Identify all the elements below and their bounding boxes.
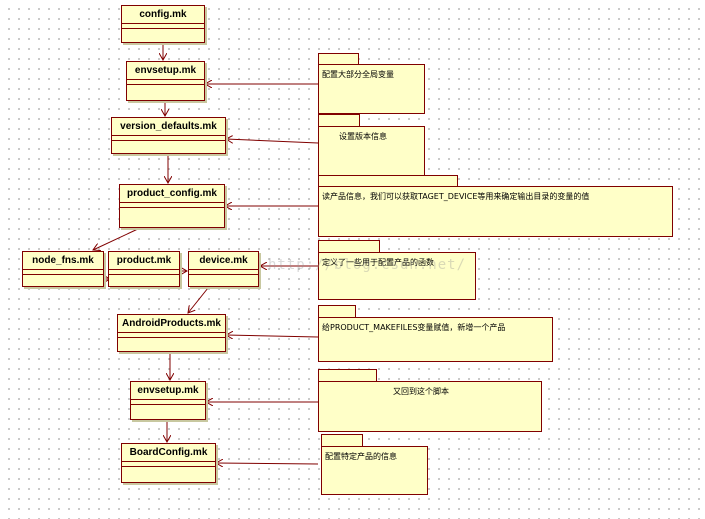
version-defaults-mk-label: version_defaults.mk [112,118,225,136]
note-version-info[interactable]: 设置版本信息 [318,126,425,176]
envsetup-mk-box[interactable]: envsetup.mk [126,61,205,101]
note-tab-product-info [318,175,458,187]
note-link-version-info [226,139,319,144]
android-products-mk-label: AndroidProducts.mk [118,315,225,333]
device-mk-label: device.mk [189,252,258,270]
node-fns-mk-box[interactable]: node_fns.mk [22,251,104,287]
note-tab-config-functions [318,240,380,253]
product-config-mk-label: product_config.mk [120,185,224,203]
note-config-functions-text: 定义了一些用于配置产品的函数 [322,258,434,267]
note-product-info[interactable]: 读产品信息，我们可以获取TAGET_DEVICE等用来确定输出目录的变量的值 [318,186,673,237]
envsetup-mk-second-label: envsetup.mk [131,382,205,400]
note-tab-global-vars [318,53,359,65]
edge-product-config-node-fns [93,227,141,250]
envsetup-mk-label: envsetup.mk [127,62,204,80]
config-mk-label: config.mk [122,6,204,24]
note-product-makefiles[interactable]: 给PRODUCT_MAKEFILES变量赋值，新增一个产品 [318,317,553,362]
envsetup-mk-compartment [127,80,204,85]
note-back-to-script-text: 又回到这个脚本 [393,387,449,396]
device-mk-box[interactable]: device.mk [188,251,259,287]
note-tab-board-info [321,434,363,447]
note-board-info-text: 配置特定产品的信息 [325,452,397,461]
product-mk-compartment [109,270,179,275]
board-config-mk-compartment [122,462,215,467]
note-board-info[interactable]: 配置特定产品的信息 [321,446,428,495]
note-link-board-info [216,463,319,464]
board-config-mk-label: BoardConfig.mk [122,444,215,462]
note-global-vars[interactable]: 配置大部分全局变量 [318,64,425,114]
product-config-mk-box[interactable]: product_config.mk [119,184,225,228]
note-config-functions[interactable]: 定义了一些用于配置产品的函数 [318,252,476,300]
product-mk-label: product.mk [109,252,179,270]
product-config-mk-compartment [120,203,224,208]
node-fns-mk-label: node_fns.mk [23,252,103,270]
note-version-info-text: 设置版本信息 [339,132,387,141]
note-product-makefiles-text: 给PRODUCT_MAKEFILES变量赋值，新增一个产品 [322,323,506,332]
note-product-info-text: 读产品信息，我们可以获取TAGET_DEVICE等用来确定输出目录的变量的值 [322,192,590,201]
edge-device-android-products [188,287,209,313]
node-fns-mk-compartment [23,270,103,275]
android-products-mk-box[interactable]: AndroidProducts.mk [117,314,226,352]
android-products-mk-compartment [118,333,225,338]
device-mk-compartment [189,270,258,275]
watermark: http://blog.csdn.net/ [268,257,467,273]
note-link-product-makefiles [226,335,319,337]
note-global-vars-text: 配置大部分全局变量 [322,70,394,79]
note-tab-version-info [318,114,360,127]
envsetup-mk-second-compartment [131,400,205,405]
version-defaults-mk-box[interactable]: version_defaults.mk [111,117,226,154]
config-mk-compartment [122,24,204,29]
note-tab-product-makefiles [318,305,356,318]
note-back-to-script[interactable]: 又回到这个脚本 [318,381,542,432]
envsetup-mk-second-box[interactable]: envsetup.mk [130,381,206,420]
product-mk-box[interactable]: product.mk [108,251,180,287]
note-tab-back-to-script [318,369,377,382]
version-defaults-mk-compartment [112,136,225,141]
board-config-mk-box[interactable]: BoardConfig.mk [121,443,216,483]
config-mk-box[interactable]: config.mk [121,5,205,43]
